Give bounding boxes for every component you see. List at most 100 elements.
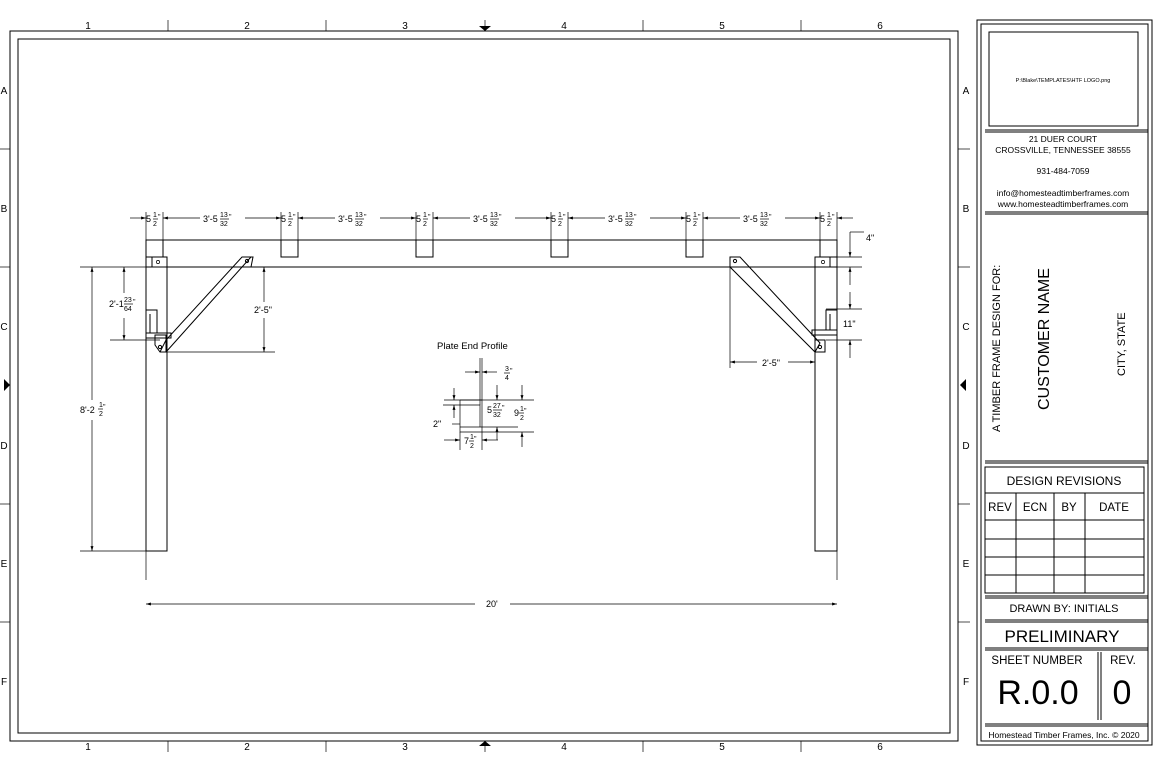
dim-num: 1: [558, 212, 562, 219]
address-line-1: 21 DUER COURT: [1029, 134, 1097, 144]
svg-text:8'-2: 8'-2: [80, 405, 95, 415]
svg-text:1: 1: [85, 742, 91, 753]
svg-text:1: 1: [85, 21, 91, 32]
svg-text:1: 1: [470, 434, 474, 441]
right-brace: [729, 256, 838, 353]
svg-text:B: B: [1, 204, 8, 215]
svg-text:2: 2: [99, 411, 103, 418]
svg-text:D: D: [962, 441, 969, 452]
svg-text:A: A: [1, 86, 8, 97]
svg-text:2: 2: [470, 443, 474, 450]
dim-whole: 5: [281, 214, 286, 224]
dim-unit: ": [563, 214, 566, 221]
svg-text:2: 2: [244, 21, 250, 32]
svg-text:E: E: [1, 559, 8, 570]
svg-text:6: 6: [877, 742, 883, 753]
dim-num: 13: [760, 212, 768, 219]
svg-text:Plate End Profile: Plate End Profile: [437, 341, 508, 352]
svg-text:": ": [474, 436, 477, 443]
svg-text:F: F: [1, 677, 7, 688]
design-for-label: A TIMBER FRAME DESIGN FOR:: [991, 265, 1003, 432]
svg-text:6: 6: [877, 21, 883, 32]
svg-text:5: 5: [719, 742, 725, 753]
svg-text:3: 3: [402, 742, 408, 753]
svg-text:2: 2: [520, 415, 524, 422]
svg-text:4: 4: [561, 742, 567, 753]
svg-text:DATE: DATE: [1099, 502, 1129, 514]
rev-number: 0: [1113, 674, 1132, 712]
dim-overall-height: 8'-2 1 2": [80, 402, 106, 418]
svg-text:B: B: [963, 204, 970, 215]
dim-num: 13: [355, 212, 363, 219]
dim-whole: 3'-5: [743, 214, 758, 224]
rafter-tabs: [145, 239, 838, 258]
svg-text:4: 4: [561, 21, 567, 32]
dim-den: 2: [423, 221, 427, 228]
svg-text:9: 9: [514, 408, 519, 418]
svg-text:64: 64: [124, 306, 132, 313]
dim-whole: 5: [686, 214, 691, 224]
svg-text:5: 5: [719, 21, 725, 32]
svg-text:E: E: [963, 559, 970, 570]
phone: 931-484-7059: [1037, 166, 1090, 176]
dim-num: 1: [153, 212, 157, 219]
svg-text:2: 2: [244, 742, 250, 753]
svg-text:1: 1: [99, 402, 103, 409]
dim-whole: 5: [820, 214, 825, 224]
svg-text:ECN: ECN: [1023, 502, 1047, 514]
svg-text:4: 4: [505, 375, 509, 382]
svg-text:": ": [524, 408, 527, 415]
dim-den: 2: [827, 221, 831, 228]
svg-text:7: 7: [464, 436, 469, 446]
title-block: P:\Blake\TEMPLATES\HTF LOGO.png 21 DUER …: [976, 19, 1153, 746]
dim-num: 13: [625, 212, 633, 219]
svg-text:": ": [103, 404, 106, 411]
dim-den: 2: [693, 221, 697, 228]
copyright: Homestead Timber Frames, Inc. © 2020: [988, 730, 1140, 740]
svg-text:32: 32: [493, 412, 501, 419]
sheet-number: R.0.0: [997, 674, 1078, 712]
svg-text:": ": [510, 368, 513, 375]
dim-unit: ": [229, 214, 232, 221]
dim-den: 32: [625, 221, 633, 228]
svg-text:": ": [133, 299, 136, 306]
svg-text:3: 3: [402, 21, 408, 32]
dim-whole: 5: [416, 214, 421, 224]
dim-num: 1: [288, 212, 292, 219]
svg-text:2'-1: 2'-1: [109, 299, 124, 309]
dim-brace-height: 2'-5": [254, 305, 272, 315]
svg-text:1: 1: [520, 406, 524, 413]
dim-den: 2: [153, 221, 157, 228]
dim-whole: 3'-5: [203, 214, 218, 224]
dim-num: 13: [490, 212, 498, 219]
dim-plate-offset: 4": [866, 233, 874, 243]
dim-whole: 5: [551, 214, 556, 224]
svg-text:3: 3: [505, 366, 509, 373]
dim-whole: 3'-5: [338, 214, 353, 224]
dim-unit: ": [364, 214, 367, 221]
svg-text:27: 27: [493, 403, 501, 410]
svg-text:F: F: [963, 677, 969, 688]
svg-text:23: 23: [124, 297, 132, 304]
status: PRELIMINARY: [1005, 627, 1120, 646]
customer-name: CUSTOMER NAME: [1036, 268, 1053, 410]
dim-mortise-height: 11": [843, 319, 856, 329]
dim-unit: ": [293, 214, 296, 221]
svg-text:BY: BY: [1061, 502, 1077, 514]
dim-whole: 5: [146, 214, 151, 224]
dim-unit: ": [769, 214, 772, 221]
dim-brace-run: 2'-5": [762, 358, 780, 368]
